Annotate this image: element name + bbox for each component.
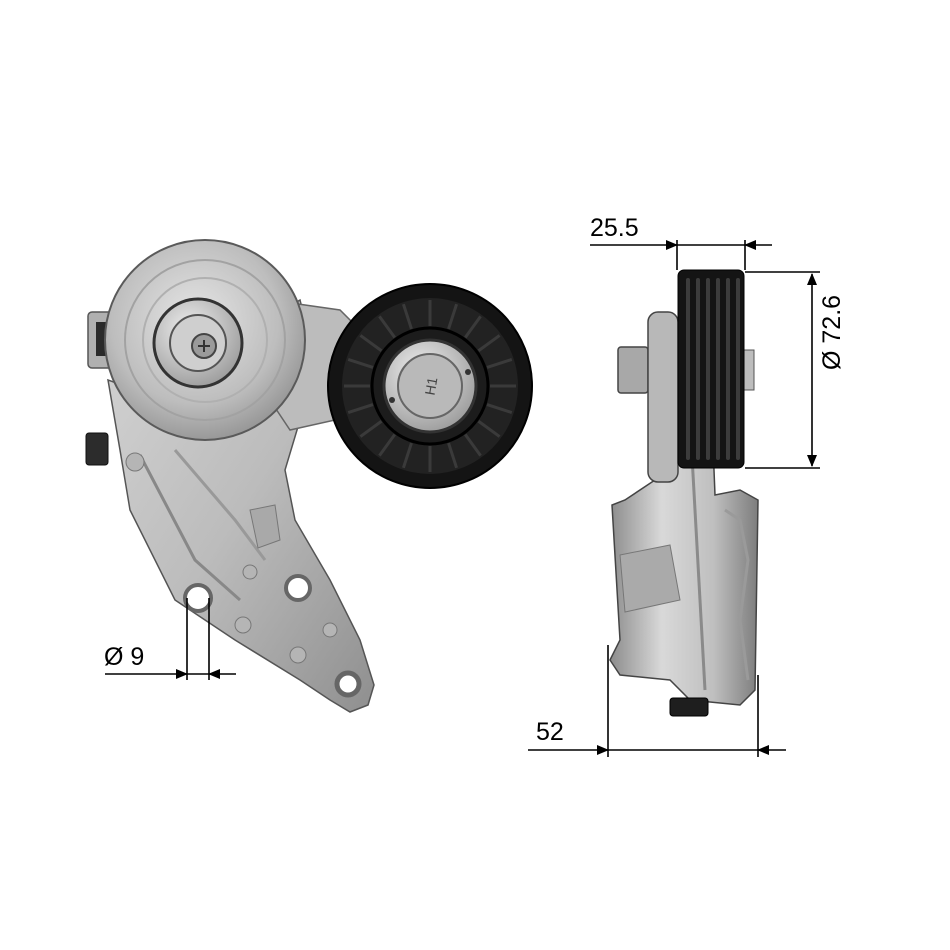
pulley-spoke <box>477 420 501 438</box>
boss <box>242 564 258 580</box>
boss <box>125 452 145 472</box>
pulley-spoke <box>477 334 501 352</box>
dim-mount-width-label: 52 <box>536 718 564 746</box>
pulley-spoke <box>401 442 413 469</box>
pulley-spoke <box>359 334 383 352</box>
dimension-annotations <box>105 240 820 757</box>
boss <box>289 646 307 664</box>
pulley-spokes <box>344 300 516 472</box>
pulley-groove <box>696 278 700 460</box>
bracket-rib <box>138 454 241 602</box>
dim-width-top-label: 25.5 <box>590 214 639 242</box>
pulley-spoke <box>447 442 459 469</box>
dim-bolt-hole-label: Ø 9 <box>104 643 144 671</box>
pulley-groove <box>706 278 710 460</box>
pivot-bolt-slot <box>198 340 210 352</box>
pulley-groove <box>726 278 730 460</box>
pulley-spoke <box>486 357 513 369</box>
side-view <box>609 269 759 717</box>
side-body-rib <box>724 508 750 681</box>
idler-pulley: H1 <box>327 283 533 489</box>
pulley-spoke <box>378 433 396 457</box>
pulley-spoke <box>347 357 374 369</box>
pulley-marking: H1 <box>422 376 441 397</box>
pulley-groove <box>686 278 690 460</box>
pulley-spoke <box>401 303 413 330</box>
side-pivot-bolt <box>617 346 649 394</box>
side-pulley <box>677 269 745 469</box>
bolt-hole-9 <box>183 583 213 613</box>
pulley-spoke <box>359 420 383 438</box>
pulley-spoke <box>347 403 374 415</box>
adjuster-bolt <box>85 432 109 466</box>
side-nut <box>669 697 709 717</box>
pulley-groove <box>716 278 720 460</box>
dim-pulley-diameter-label: Ø 72.6 <box>818 295 846 370</box>
bracket-rib-2 <box>173 449 267 561</box>
pulley-spoke <box>486 403 513 415</box>
mount-hole-lower <box>334 670 362 698</box>
spring-housing-ring <box>124 259 286 421</box>
pulley-grooves <box>686 278 740 460</box>
pulley-spoke <box>378 315 396 339</box>
front-view: H1 <box>85 239 533 713</box>
pulley-groove <box>736 278 740 460</box>
pulley-spoke <box>464 433 482 457</box>
bracket-pocket <box>249 504 281 549</box>
mount-hole <box>284 574 312 602</box>
side-arm <box>647 311 679 483</box>
side-body-detail <box>619 544 681 613</box>
pulley-spoke <box>447 303 459 330</box>
boss <box>234 616 252 634</box>
boss <box>322 622 338 638</box>
spring-housing-ring <box>142 277 268 403</box>
pulley-spoke <box>464 315 482 339</box>
